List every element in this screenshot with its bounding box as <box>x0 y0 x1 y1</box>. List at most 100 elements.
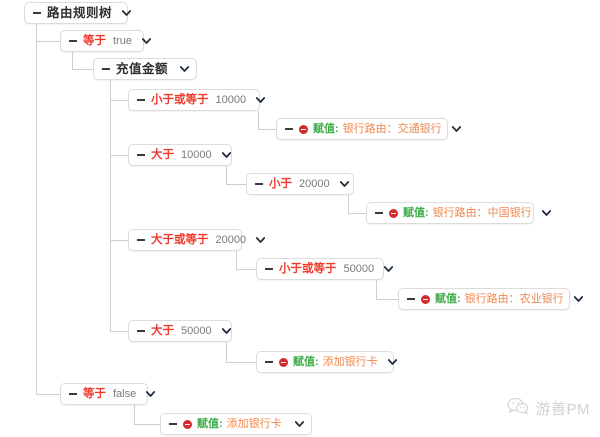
minus-icon[interactable] <box>255 183 263 185</box>
minus-icon[interactable] <box>407 298 415 300</box>
chevron-down-icon[interactable] <box>285 420 304 428</box>
chevron-down-icon[interactable] <box>212 327 231 335</box>
tree-connector <box>110 155 128 156</box>
minus-icon[interactable] <box>69 393 77 395</box>
node-label: 大于 <box>151 325 174 337</box>
node-value: 50000 <box>181 325 212 337</box>
node-value: 10000 <box>181 149 212 161</box>
node-value: 银行路由：中国银行 <box>432 207 532 219</box>
node-label: 等于 <box>83 35 106 47</box>
minus-icon[interactable] <box>137 154 145 156</box>
watermark-text: 游善PM <box>535 401 590 418</box>
tree-connector <box>110 80 111 331</box>
minus-icon[interactable] <box>102 68 110 70</box>
remove-circle-icon[interactable] <box>183 419 192 429</box>
chevron-down-icon[interactable] <box>564 295 583 303</box>
tree-connector <box>376 299 398 300</box>
minus-icon[interactable] <box>265 361 273 363</box>
tree-connector <box>226 342 227 362</box>
node-label: 大于 <box>151 149 174 161</box>
node-label: 赋值: <box>293 356 319 368</box>
node-value: 银行路由：交通银行 <box>342 123 442 135</box>
tree-connector <box>110 331 128 332</box>
node-label: 赋值: <box>435 293 461 305</box>
chevron-down-icon[interactable] <box>136 390 156 398</box>
chevron-down-icon[interactable] <box>170 65 189 73</box>
chat-bubble-icon <box>506 396 530 421</box>
chevron-down-icon[interactable] <box>132 37 151 45</box>
tree-node-gt-10000[interactable]: 大于 10000 <box>128 144 232 166</box>
chevron-down-icon[interactable] <box>246 96 266 104</box>
minus-icon[interactable] <box>265 268 273 270</box>
node-value: 添加银行卡 <box>226 418 282 430</box>
tree-connector <box>36 41 60 42</box>
watermark: 游善PM <box>506 396 590 421</box>
tree-node-assign-nongye[interactable]: 赋值:银行路由：农业银行 <box>398 288 583 310</box>
minus-icon[interactable] <box>375 212 383 214</box>
tree-connector <box>226 184 246 185</box>
chevron-down-icon[interactable] <box>246 236 266 244</box>
tree-node-eq-false[interactable]: 等于 false <box>60 383 156 405</box>
tree-connector <box>72 69 93 70</box>
minus-icon[interactable] <box>137 239 145 241</box>
tree-node-assign-addcard-1[interactable]: 赋值:添加银行卡 <box>256 351 397 373</box>
node-label: 等于 <box>83 388 106 400</box>
minus-icon[interactable] <box>137 99 145 101</box>
node-value: 银行路由：农业银行 <box>464 293 564 305</box>
tree-node-gte-20000[interactable]: 大于或等于 20000 <box>128 229 266 251</box>
node-value: false <box>113 388 137 400</box>
tree-node-eq-true[interactable]: 等于 true <box>60 30 151 52</box>
node-label: 赋值: <box>197 418 223 430</box>
chevron-down-icon[interactable] <box>112 9 132 17</box>
tree-node-gt-50000[interactable]: 大于 50000 <box>128 320 232 342</box>
minus-icon[interactable] <box>285 128 293 130</box>
tree-node-lte-10000[interactable]: 小于或等于 10000 <box>128 89 266 111</box>
node-value: 50000 <box>343 263 375 275</box>
tree-node-assign-zhongguo[interactable]: 赋值:银行路由：中国银行 <box>366 202 551 224</box>
tree-node-lte-50000[interactable]: 小于或等于 50000 <box>256 258 394 280</box>
node-label: 赋值: <box>403 207 429 219</box>
chevron-down-icon[interactable] <box>330 180 349 188</box>
minus-icon[interactable] <box>169 423 177 425</box>
node-label: 路由规则树 <box>47 6 113 20</box>
chevron-down-icon[interactable] <box>442 125 461 133</box>
tree-node-recharge-amount[interactable]: 充值金额 <box>93 58 197 80</box>
chevron-down-icon[interactable] <box>532 209 551 217</box>
node-label: 小于或等于 <box>279 263 337 275</box>
node-value: 10000 <box>215 94 247 106</box>
tree-connector <box>72 52 73 69</box>
remove-circle-icon[interactable] <box>299 124 308 134</box>
tree-node-lt-20000[interactable]: 小于 20000 <box>246 173 354 195</box>
tree-connector <box>36 394 60 395</box>
tree-connector <box>226 362 256 363</box>
tree-connector <box>236 251 237 269</box>
chevron-down-icon[interactable] <box>378 358 397 366</box>
node-value: 20000 <box>299 178 330 190</box>
node-label: 赋值: <box>313 123 339 135</box>
tree-node-root[interactable]: 路由规则树 <box>24 2 132 24</box>
tree-connector <box>258 129 276 130</box>
node-label: 小于或等于 <box>151 94 209 106</box>
minus-icon[interactable] <box>137 330 145 332</box>
tree-node-assign-jiaotong[interactable]: 赋值:银行路由：交通银行 <box>276 118 461 140</box>
tree-connector <box>376 280 377 299</box>
tree-connector <box>134 405 135 424</box>
chevron-down-icon[interactable] <box>374 265 394 273</box>
minus-icon[interactable] <box>33 12 41 14</box>
tree-connector <box>226 166 227 184</box>
tree-connector <box>110 100 128 101</box>
minus-icon[interactable] <box>69 40 77 42</box>
remove-circle-icon[interactable] <box>279 357 288 367</box>
tree-node-assign-addcard-2[interactable]: 赋值:添加银行卡 <box>160 413 312 435</box>
tree-connector <box>110 240 128 241</box>
chevron-down-icon[interactable] <box>212 151 231 159</box>
remove-circle-icon[interactable] <box>421 294 430 304</box>
node-value: true <box>113 35 132 47</box>
node-label: 大于或等于 <box>151 234 209 246</box>
remove-circle-icon[interactable] <box>389 208 398 218</box>
tree-connector <box>134 424 160 425</box>
node-value: 20000 <box>215 234 247 246</box>
node-label: 充值金额 <box>116 62 169 76</box>
tree-connector <box>348 213 366 214</box>
node-label: 小于 <box>269 178 292 190</box>
